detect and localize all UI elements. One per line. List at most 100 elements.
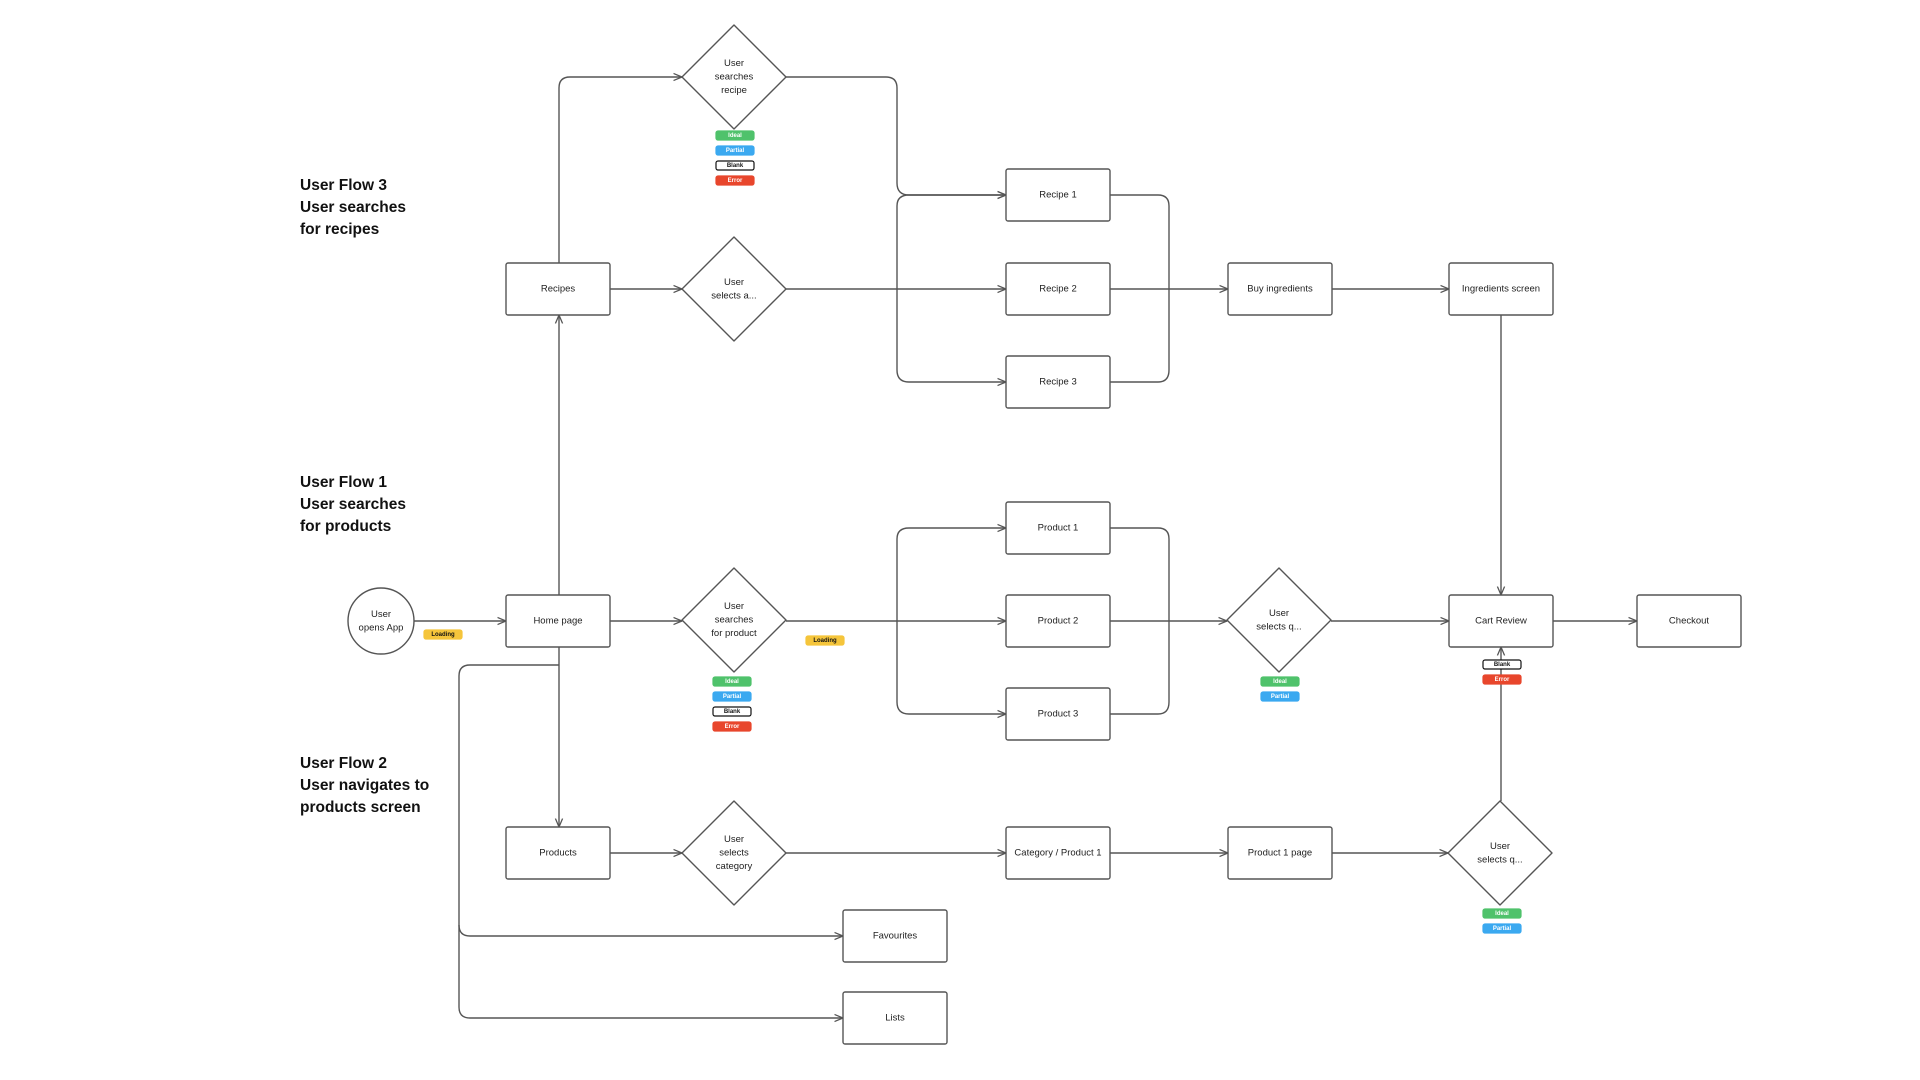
home-label-line-1: Home page bbox=[533, 616, 582, 627]
connector-split-to-recipe-3 bbox=[896, 289, 1006, 382]
category-product-label-line-1: Category / Product 1 bbox=[1014, 848, 1101, 859]
recipe3-label-line-1: Recipe 3 bbox=[1039, 377, 1077, 388]
product-page-node: Product 1 page bbox=[1227, 826, 1333, 880]
select-qty-1-badge-ideal: Ideal bbox=[1260, 676, 1300, 687]
select-qty-1-label-line-1: User bbox=[1269, 608, 1289, 619]
start-circle bbox=[347, 587, 415, 655]
select-qty-2-diamond bbox=[1447, 800, 1553, 906]
product-page-label-line-1: Product 1 page bbox=[1248, 848, 1312, 859]
select-qty-2-badge-partial-pill bbox=[1482, 923, 1522, 934]
cart-review-badge-error-label: Error bbox=[1495, 677, 1510, 683]
search-product-badge-ideal-label: Ideal bbox=[725, 679, 739, 685]
search-product-loading-badge-loading: Loading bbox=[805, 635, 845, 646]
select-qty-1-diamond bbox=[1226, 567, 1332, 673]
favourites-label-line-1: Favourites bbox=[873, 931, 918, 942]
connector-recipe-3-to-merge bbox=[1110, 289, 1170, 383]
recipe1-node: Recipe 1 bbox=[1005, 168, 1111, 222]
user-flow-2-line-3: products screen bbox=[300, 799, 421, 816]
user-flow-3-title: User Flow 3 User searches for recipes bbox=[300, 175, 406, 241]
search-recipe-badge-blank: Blank bbox=[715, 160, 755, 171]
select-qty-1-label-line-2: selects q... bbox=[1256, 621, 1301, 632]
connector-split-to-recipe-1 bbox=[896, 195, 1006, 289]
start-badge-loading: Loading bbox=[423, 629, 463, 640]
product1-box bbox=[1005, 501, 1111, 555]
checkout-node: Checkout bbox=[1636, 594, 1742, 648]
recipe1-box bbox=[1005, 168, 1111, 222]
user-flow-1-title: User Flow 1 User searches for products bbox=[300, 472, 406, 538]
checkout-box bbox=[1636, 594, 1742, 648]
select-category-label-line-3: category bbox=[716, 861, 753, 872]
product3-label-line-1: Product 3 bbox=[1038, 709, 1079, 720]
search-product-label-line-1: User bbox=[724, 601, 744, 612]
start-label-line-1: User bbox=[371, 609, 391, 620]
search-product-label-line-3: for product bbox=[711, 628, 757, 639]
start-start-node: User opens App bbox=[347, 587, 415, 655]
cart-review-badge-error: Error bbox=[1482, 674, 1522, 685]
start-label-line-2: opens App bbox=[359, 622, 404, 633]
start-badge-loading-pill bbox=[423, 629, 463, 640]
connector-branch-to-lists bbox=[458, 925, 843, 1018]
search-product-loading-badge-loading-pill bbox=[805, 635, 845, 646]
cart-review-badge-error-pill bbox=[1482, 674, 1522, 685]
ingredients-screen-box bbox=[1448, 262, 1554, 316]
products-node: Products bbox=[505, 826, 611, 880]
recipe2-node: Recipe 2 bbox=[1005, 262, 1111, 316]
search-recipe-decision: User searches recipe bbox=[681, 24, 787, 130]
user-flow-3-line-3: for recipes bbox=[300, 221, 380, 238]
search-recipe-label-line-3: recipe bbox=[721, 85, 747, 96]
select-qty-1-badge-ideal-pill bbox=[1260, 676, 1300, 687]
search-product-badge-blank: Blank bbox=[712, 706, 752, 717]
buy-ingredients-label-line-1: Buy ingredients bbox=[1247, 284, 1313, 295]
select-qty-2-label-line-2: selects q... bbox=[1477, 854, 1522, 865]
user-flow-1-line-2: User searches bbox=[300, 496, 406, 513]
search-recipe-label-line-2: searches bbox=[715, 72, 754, 83]
recipe3-box bbox=[1005, 355, 1111, 409]
select-qty-1-decision: User selects q... bbox=[1226, 567, 1332, 673]
product2-box bbox=[1005, 594, 1111, 648]
cart-review-badge-blank-label: Blank bbox=[1494, 662, 1511, 668]
state-badges-layer: IdealPartialBlankErrorLoadingLoadingIdea… bbox=[423, 130, 1522, 934]
recipe3-node: Recipe 3 bbox=[1005, 355, 1111, 409]
recipe2-label-line-1: Recipe 2 bbox=[1039, 284, 1077, 295]
search-recipe-badge-blank-label: Blank bbox=[727, 163, 744, 169]
search-recipe-badge-error-pill bbox=[715, 175, 755, 186]
connector-product-1-to-merge bbox=[1110, 527, 1170, 621]
search-recipe-badge-blank-pill bbox=[715, 160, 755, 171]
cart-review-label-line-1: Cart Review bbox=[1475, 616, 1527, 627]
select-category-label-line-1: User bbox=[724, 834, 744, 845]
home-box bbox=[505, 594, 611, 648]
search-product-badge-error-pill bbox=[712, 721, 752, 732]
select-category-diamond bbox=[681, 800, 787, 906]
select-qty-2-badge-partial-label: Partial bbox=[1493, 926, 1512, 932]
ingredients-screen-node: Ingredients screen bbox=[1448, 262, 1554, 316]
recipes-label-line-1: Recipes bbox=[541, 284, 576, 295]
search-product-badge-ideal-pill bbox=[712, 676, 752, 687]
search-recipe-diamond bbox=[681, 24, 787, 130]
select-qty-2-badge-ideal-pill bbox=[1482, 908, 1522, 919]
select-recipe-label-line-2: selects a... bbox=[711, 290, 756, 301]
search-product-badge-partial: Partial bbox=[712, 691, 752, 702]
user-flow-1-line-3: for products bbox=[300, 518, 392, 535]
user-flow-2-line-2: User navigates to bbox=[300, 777, 430, 794]
checkout-label-line-1: Checkout bbox=[1669, 616, 1709, 627]
lists-node: Lists bbox=[842, 991, 948, 1045]
ingredients-screen-label-line-1: Ingredients screen bbox=[1462, 284, 1540, 295]
connector-recipes-to-search-recipe bbox=[558, 77, 682, 263]
select-qty-2-badge-partial: Partial bbox=[1482, 923, 1522, 934]
product3-node: Product 3 bbox=[1005, 687, 1111, 741]
search-recipe-label-line-1: User bbox=[724, 58, 744, 69]
select-qty-2-badge-ideal: Ideal bbox=[1482, 908, 1522, 919]
connector-home-to-favourites bbox=[458, 664, 843, 936]
search-product-badge-partial-pill bbox=[712, 691, 752, 702]
user-flow-1-line-1: User Flow 1 bbox=[300, 474, 387, 491]
search-product-badge-blank-pill bbox=[712, 706, 752, 717]
home-node: Home page bbox=[505, 594, 611, 648]
cart-review-badge-blank: Blank bbox=[1482, 659, 1522, 670]
user-flow-3-line-1: User Flow 3 bbox=[300, 177, 387, 194]
search-recipe-badge-ideal-pill bbox=[715, 130, 755, 141]
